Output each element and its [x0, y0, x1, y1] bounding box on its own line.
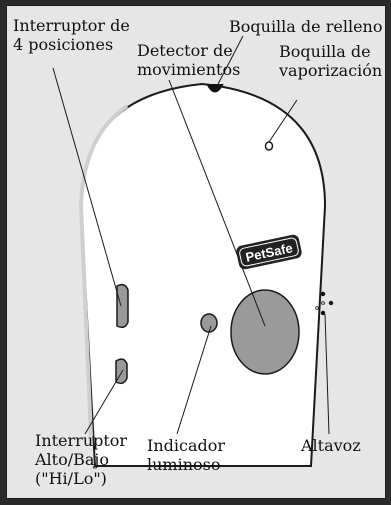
- leader-line-motion-detector: [168, 79, 266, 327]
- indicator-light-shape: [200, 313, 218, 333]
- device-body: [79, 82, 327, 467]
- leader-line-speaker: [324, 313, 330, 435]
- leader-line-indicator-light: [176, 325, 212, 435]
- speaker-hole: [328, 300, 334, 306]
- label-indicator-light: Indicador luminoso: [147, 436, 226, 474]
- speaker-hole: [320, 291, 326, 297]
- diagram-panel: PetSafe Interruptor de 4 posiciones Boqu…: [6, 5, 386, 499]
- speaker-hole: [320, 310, 326, 316]
- leader-line-refill-nozzle: [216, 35, 244, 87]
- refill-nozzle-shape: [206, 84, 224, 93]
- label-speaker: Altavoz: [301, 436, 361, 455]
- label-4-position-switch: Interruptor de 4 posiciones: [13, 16, 130, 54]
- speaker-hole: [321, 301, 325, 305]
- device-illustration: PetSafe: [52, 35, 334, 467]
- petsafe-logo: PetSafe: [236, 234, 302, 270]
- leader-line-4-position-switch: [52, 67, 122, 307]
- spray-nozzle-shape: [264, 141, 274, 151]
- device-body-side-shading: [78, 104, 129, 437]
- leader-line-hi-lo-switch: [84, 369, 124, 435]
- label-hi-lo-switch: Interruptor Alto/Bajo ("Hi/Lo"): [35, 431, 128, 488]
- motion-detector-lens: [230, 289, 300, 375]
- speaker-hole: [315, 306, 319, 310]
- four-position-switch-shape: [116, 283, 129, 329]
- label-motion-detector: Detector de movimientos: [137, 41, 241, 79]
- label-refill-nozzle: Boquilla de relleno: [229, 17, 383, 36]
- label-spray-nozzle: Boquilla de vaporización: [279, 42, 383, 80]
- speaker-holes: [315, 291, 334, 316]
- leader-line-spray-nozzle: [268, 99, 298, 143]
